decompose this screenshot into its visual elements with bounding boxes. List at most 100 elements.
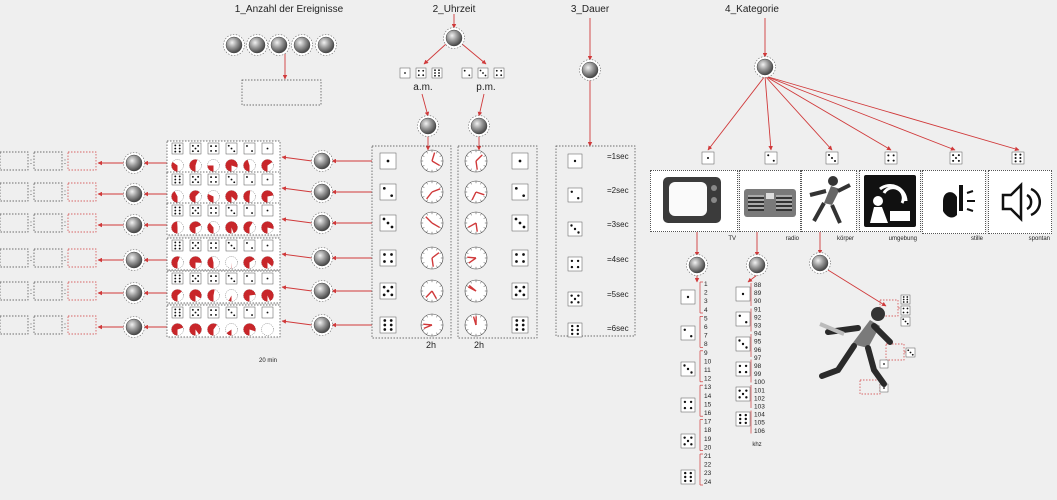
clock-hand (431, 290, 438, 299)
radio-frequency: 96 (754, 347, 762, 354)
running-man-photo (814, 300, 894, 388)
die-pip (577, 231, 580, 234)
radio-frequency: 100 (754, 379, 765, 386)
tv-channel-number: 16 (704, 410, 712, 417)
die-pip (570, 265, 574, 269)
die-pip (251, 150, 253, 152)
die-pip (434, 72, 436, 74)
separator-dot: : (30, 287, 32, 296)
die-pip (883, 387, 885, 389)
die-pip (522, 293, 526, 297)
clock-tick (422, 186, 425, 188)
die-pip (174, 178, 177, 181)
minute-sector (261, 289, 274, 302)
die-pip (906, 301, 909, 303)
clock-tick (466, 252, 469, 254)
die-pip (233, 314, 236, 317)
column-title-kategorie: 4_Kategorie (725, 4, 779, 15)
die-pip (178, 178, 181, 181)
die-pip (227, 175, 230, 178)
die-pip (227, 206, 230, 209)
die-icon (735, 311, 751, 327)
radio-frequency: 92 (754, 314, 762, 321)
minute-sector (225, 159, 238, 172)
die-pip (738, 389, 741, 392)
die-pip (570, 259, 574, 263)
clock-tick (470, 298, 472, 301)
die-pip (191, 206, 194, 209)
die-pip (744, 417, 747, 421)
die-pip (197, 144, 200, 147)
die-pip (904, 320, 907, 323)
minute-sector (243, 323, 256, 336)
die-pip (191, 175, 194, 178)
clock-tick (466, 155, 469, 157)
radio-frequency: 88 (754, 282, 762, 289)
die-pip (178, 206, 181, 209)
event-panel (166, 270, 281, 304)
clock-hand (431, 252, 440, 259)
die-pip (741, 392, 745, 396)
die-pip (266, 311, 269, 314)
die-pip (251, 280, 253, 282)
coin-icon (125, 251, 143, 269)
die-pip (227, 308, 230, 311)
pm-label: p.m. (476, 82, 495, 93)
die-pip (191, 274, 194, 277)
die-pip (745, 346, 748, 349)
die-pip (902, 311, 905, 314)
minute-sector (261, 221, 274, 234)
dauer-label: =6sec (607, 324, 629, 333)
die-icon (735, 361, 751, 377)
die-pip (690, 371, 693, 374)
separator-dot: : (30, 157, 32, 166)
tv-channel-number: 15 (704, 401, 712, 408)
clock-tick (422, 165, 425, 167)
die-pip (521, 319, 525, 322)
die-pip (434, 74, 436, 77)
die-pip (390, 253, 393, 256)
am-label: a.m. (413, 82, 432, 93)
minute-sector (243, 221, 253, 234)
die-icon (431, 67, 443, 79)
coin-icon (317, 36, 335, 54)
die-pip (233, 181, 236, 184)
die-pip (191, 181, 194, 184)
die-pip (684, 475, 687, 479)
clock-tick (439, 252, 442, 254)
frequency-unit: khz (752, 442, 761, 448)
coin-icon (313, 152, 331, 170)
die-pip (738, 370, 742, 374)
die-pip (178, 241, 181, 244)
column-title-anzahl: 1_Anzahl der Ereignisse (235, 4, 344, 15)
die-pip (500, 69, 503, 72)
die-icon (1011, 151, 1025, 165)
die-pip (389, 319, 393, 322)
die-pip (738, 339, 741, 342)
die-pip (827, 153, 831, 157)
die-pip (683, 364, 686, 367)
die-icon (171, 204, 184, 217)
die-pip (686, 367, 690, 371)
die-icon (379, 249, 397, 267)
die-pip (438, 74, 440, 77)
die-pip (382, 217, 386, 221)
clock-tick (436, 298, 438, 301)
die-pip (689, 400, 693, 404)
clock-tick (470, 281, 472, 284)
clock-tick (436, 248, 438, 251)
minute-sector (261, 190, 274, 203)
die-pip (174, 212, 177, 215)
die-icon (207, 306, 220, 319)
coin-icon (313, 249, 331, 267)
die-pip (266, 178, 269, 181)
die-pip (174, 247, 177, 250)
die-pip (191, 241, 194, 244)
clock-tick (483, 227, 486, 229)
coin-icon (419, 117, 437, 135)
tv-channel-number: 11 (704, 367, 711, 374)
die-pip (174, 277, 177, 280)
die-icon (379, 183, 397, 201)
minute-sector (243, 289, 256, 302)
